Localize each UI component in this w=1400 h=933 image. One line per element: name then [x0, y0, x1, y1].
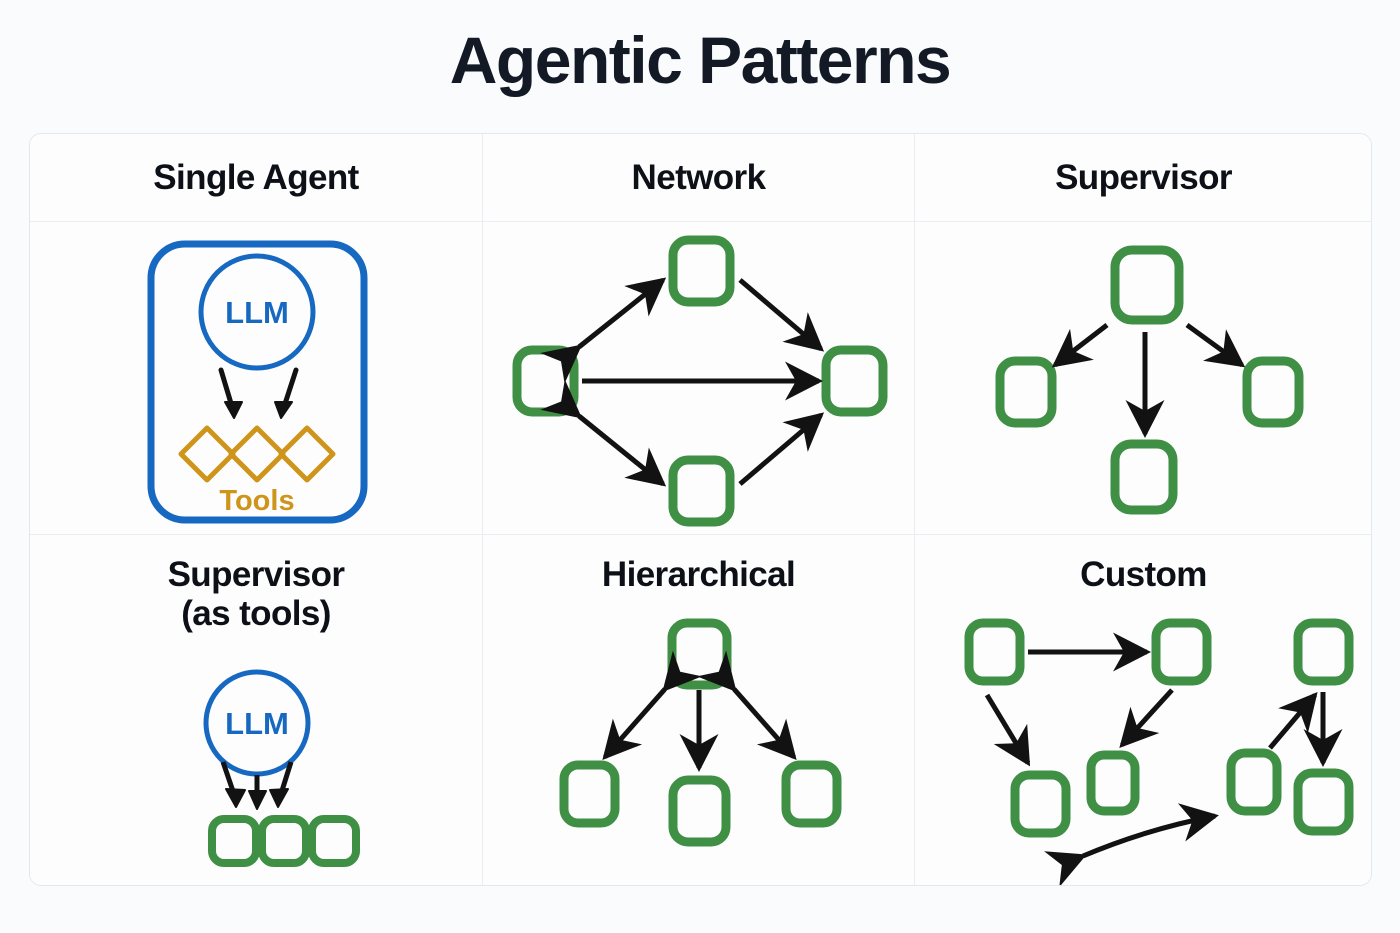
llm-circle	[198, 253, 316, 371]
hierarchical-edge-root-right	[696, 650, 797, 760]
cell-title-line1: Custom	[1080, 555, 1207, 594]
custom-edge-n2-n5	[1119, 688, 1174, 748]
network-edge-left-bottom	[540, 379, 667, 487]
header-label-network: Network	[631, 157, 766, 197]
supervisor-node-right	[1242, 356, 1304, 428]
tool-diamond-3	[278, 425, 336, 483]
cell-supervisor-as-tools: Supervisor (as tools) LLM	[30, 535, 483, 885]
supervisor-edge-root-left	[1051, 323, 1109, 368]
header-label-single-agent: Single Agent	[153, 157, 359, 197]
cell-title-line2: (as tools)	[181, 594, 331, 634]
llm-label: LLM	[225, 295, 289, 330]
network-node-left	[512, 345, 579, 417]
cell-title-hierarchical: Hierarchical	[483, 555, 914, 594]
llm-label-tools: LLM	[225, 706, 289, 741]
supervisor-as-tools-diagram: LLM	[203, 669, 360, 867]
header-label-supervisor: Supervisor	[1055, 157, 1232, 197]
network-node-right	[821, 345, 888, 417]
supervisor-tool-node-3	[308, 815, 360, 867]
custom-edge-n1-n4	[984, 693, 1031, 767]
hierarchical-edge-root-left	[602, 650, 703, 760]
custom-node-2	[1151, 618, 1212, 686]
hierarchical-diagram	[559, 618, 842, 847]
custom-edge-n4-n6-curved	[1044, 803, 1219, 885]
cell-network-diagram	[483, 222, 915, 535]
header-cell-single-agent: Single Agent	[30, 134, 483, 222]
hierarchical-node-root	[667, 618, 732, 690]
header-cell-network: Network	[483, 134, 915, 222]
llm-circle-tools	[203, 669, 311, 777]
cell-single-agent-diagram: LLM Tools	[30, 222, 483, 535]
cell-supervisor-diagram	[915, 222, 1371, 535]
single-agent-diagram: LLM Tools	[147, 240, 368, 524]
supervisor-node-root	[1110, 245, 1184, 325]
arrow-llm-to-agent-1	[220, 761, 246, 808]
custom-node-6	[1226, 748, 1282, 816]
network-node-bottom	[668, 455, 735, 527]
custom-node-1	[964, 618, 1025, 686]
cell-title-supervisor-as-tools: Supervisor (as tools)	[30, 555, 482, 633]
network-edge-top-right	[738, 278, 825, 352]
network-diagram	[512, 235, 888, 527]
tools-label: Tools	[219, 485, 294, 517]
network-edge-bottom-right	[738, 412, 825, 486]
patterns-table: Single Agent Network Supervisor LLM	[29, 133, 1372, 886]
supervisor-node-left	[995, 356, 1057, 428]
supervisor-edge-root-right	[1185, 322, 1246, 368]
cell-hierarchical: Hierarchical	[483, 535, 915, 885]
network-node-top	[668, 235, 735, 307]
cell-custom: Custom	[915, 535, 1371, 885]
custom-node-4	[1010, 770, 1071, 838]
custom-node-5	[1086, 750, 1140, 816]
supervisor-tool-node-2	[258, 815, 310, 867]
custom-node-3	[1293, 618, 1354, 686]
arrow-llm-to-agent-3	[269, 761, 294, 808]
page-title: Agentic Patterns	[449, 23, 952, 97]
arrow-llm-to-tool-right	[274, 367, 299, 419]
arrow-llm-to-agent-2	[248, 775, 267, 810]
tool-diamond-2	[228, 425, 286, 483]
supervisor-tool-node-1	[208, 815, 260, 867]
header-cell-supervisor: Supervisor	[915, 134, 1371, 222]
custom-node-7	[1293, 768, 1354, 836]
hierarchical-node-right	[781, 760, 842, 828]
cell-title-line1: Supervisor	[167, 555, 345, 594]
cell-title-custom: Custom	[915, 555, 1371, 594]
custom-edge-n6-n3	[1268, 691, 1318, 750]
hierarchical-node-left	[559, 760, 620, 828]
supervisor-diagram	[995, 245, 1304, 515]
arrow-llm-to-tool-left	[218, 367, 243, 419]
supervisor-node-center	[1110, 439, 1178, 515]
agent-container-rect	[147, 240, 368, 524]
tool-diamond-1	[178, 425, 236, 483]
hierarchical-node-center	[668, 775, 731, 847]
network-edge-left-top	[540, 277, 667, 384]
custom-diagram	[964, 618, 1354, 885]
cell-title-line1: Hierarchical	[601, 555, 796, 594]
